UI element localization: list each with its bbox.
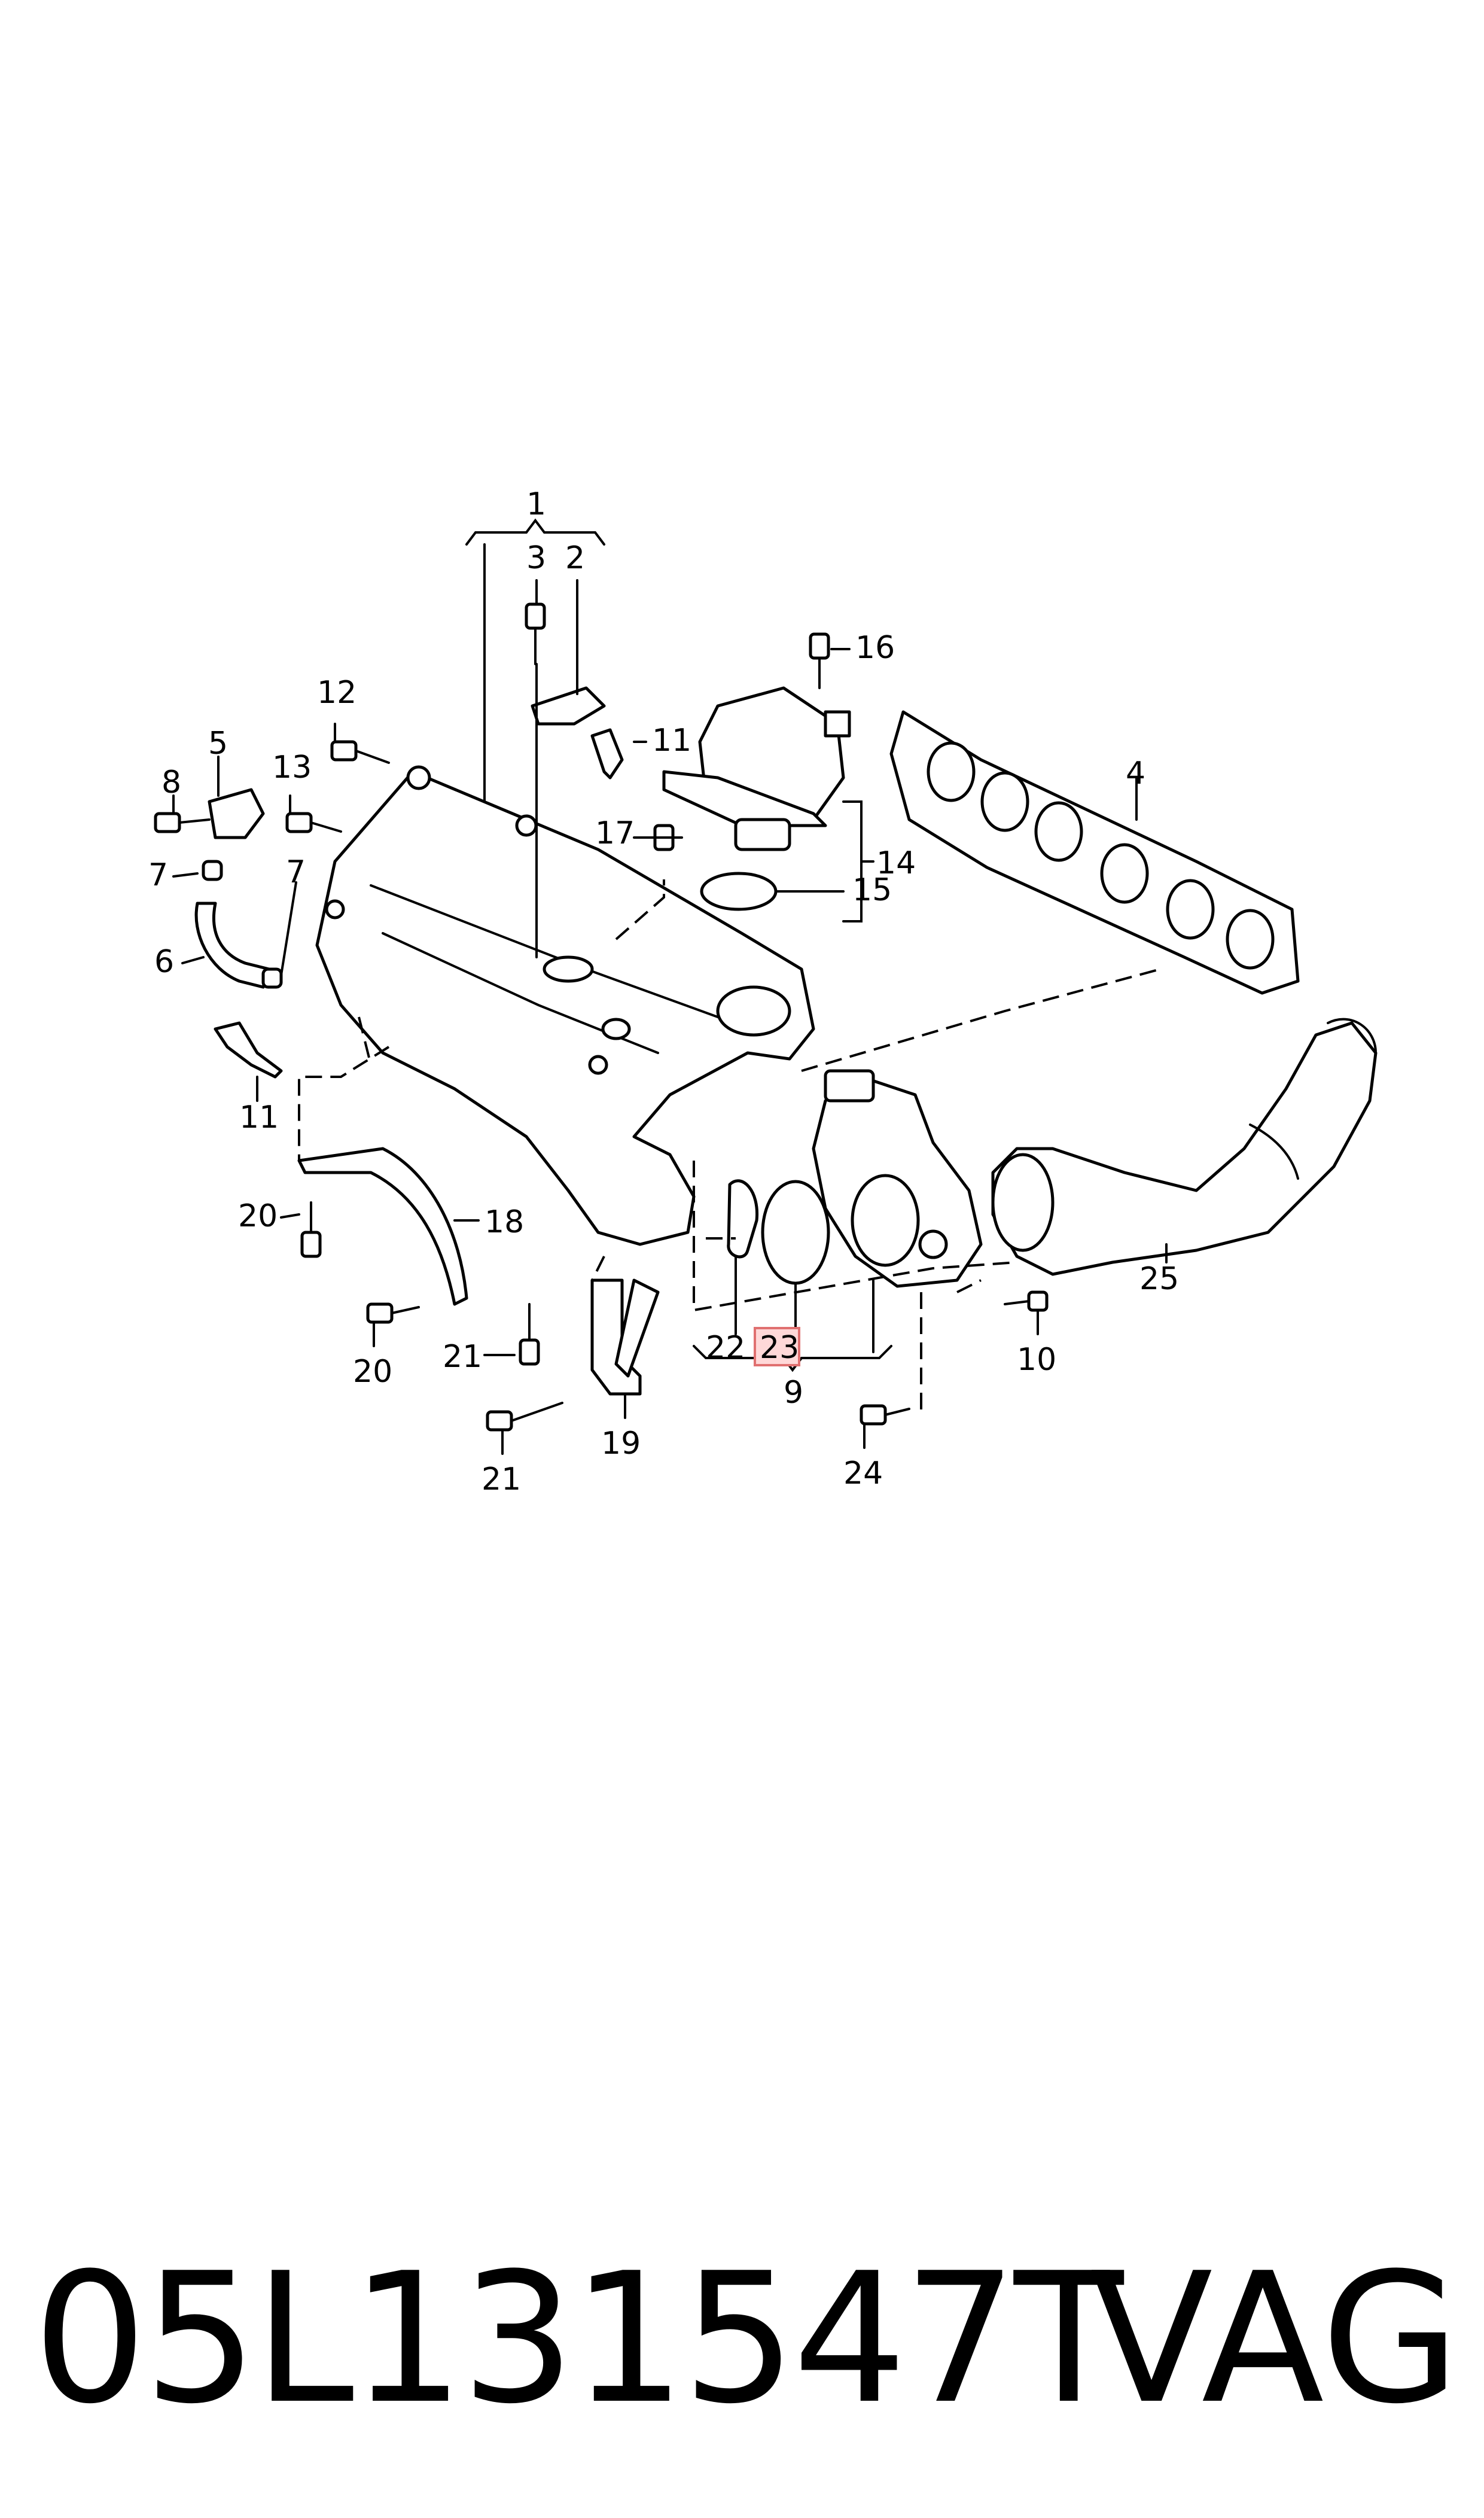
callout-1: 1 bbox=[526, 486, 546, 522]
callout-14: 14 bbox=[876, 845, 916, 881]
callout-20-bottom: 20 bbox=[353, 1354, 392, 1390]
callout-21-middle: 21 bbox=[443, 1339, 482, 1375]
temperature-sensor-11-top bbox=[590, 728, 624, 780]
callout-6: 6 bbox=[154, 944, 174, 980]
callout-11-top: 11 bbox=[652, 723, 691, 759]
dashed-connectors bbox=[298, 879, 1161, 1412]
charge-air-pipe bbox=[991, 1018, 1378, 1276]
callout-23: 23 bbox=[760, 1330, 799, 1366]
callout-7-left: 7 bbox=[148, 857, 168, 893]
callout-11-left: 11 bbox=[239, 1100, 279, 1135]
callout-15: 15 bbox=[852, 872, 892, 908]
callout-19: 19 bbox=[601, 1426, 641, 1462]
callout-24: 24 bbox=[843, 1456, 883, 1491]
bolt-icons bbox=[154, 602, 1049, 1432]
pressure-sensor-5 bbox=[208, 788, 265, 839]
intake-manifold bbox=[315, 765, 815, 1246]
callout-3: 3 bbox=[526, 540, 546, 576]
callout-25: 25 bbox=[1139, 1261, 1179, 1297]
callout-labels: 1 2 3 4 5 6 7 7 8 9 10 11 11 12 13 14 15… bbox=[148, 486, 1179, 1497]
footer-caption: 05L131547T VAG bbox=[0, 2213, 1484, 2465]
callout-21-bottom: 21 bbox=[482, 1462, 521, 1497]
leader-lines bbox=[172, 518, 1168, 1455]
part-number: 05L131547T bbox=[33, 2234, 1123, 2443]
flap-actuator bbox=[662, 686, 851, 851]
callout-2: 2 bbox=[565, 540, 585, 576]
callout-8: 8 bbox=[161, 765, 181, 800]
callout-18: 18 bbox=[484, 1204, 524, 1240]
callout-17: 17 bbox=[595, 815, 635, 851]
vacuum-hose bbox=[194, 902, 271, 989]
o-ring-15 bbox=[700, 872, 778, 911]
manifold-gasket bbox=[889, 710, 1300, 995]
callout-22: 22 bbox=[706, 1330, 745, 1366]
callout-16: 16 bbox=[855, 630, 895, 666]
temperature-sensor-11-left bbox=[214, 1021, 283, 1079]
callout-5: 5 bbox=[208, 726, 228, 762]
callout-12: 12 bbox=[317, 675, 356, 711]
brand-name: VAG bbox=[1090, 2234, 1460, 2443]
callout-10: 10 bbox=[1017, 1342, 1056, 1378]
callout-20-top: 20 bbox=[238, 1198, 278, 1234]
callout-13: 13 bbox=[272, 750, 312, 785]
bracket-19-arm bbox=[614, 1278, 660, 1378]
callout-23-highlight bbox=[754, 1327, 800, 1366]
callout-7-right: 7 bbox=[286, 854, 306, 890]
bracket-18 bbox=[297, 1147, 468, 1306]
cover-plate-2 bbox=[531, 686, 606, 726]
seal-ring-23 bbox=[761, 1180, 830, 1285]
callout-4: 4 bbox=[1126, 756, 1145, 791]
callout-9: 9 bbox=[784, 1375, 803, 1411]
gasket-22 bbox=[727, 1179, 759, 1259]
throttle-body bbox=[812, 1069, 983, 1288]
